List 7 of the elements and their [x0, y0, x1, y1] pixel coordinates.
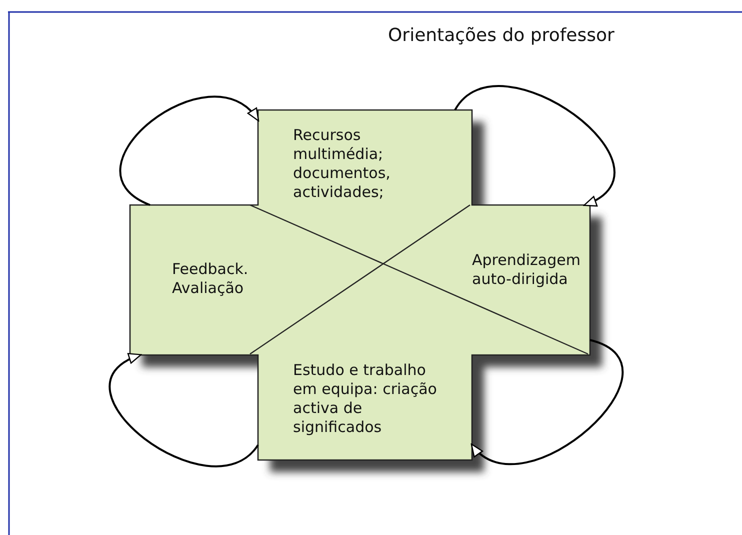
- region-label: Feedback. Avaliação: [172, 260, 250, 298]
- region-label: Estudo e trabalho em equipa: criação activa de significados: [293, 361, 438, 437]
- curved-arrow: [109, 354, 259, 467]
- title: Orientações do professor: [388, 24, 614, 48]
- region-label: Aprendizagem auto-dirigida: [472, 251, 582, 289]
- curved-arrow: [470, 339, 624, 465]
- region-label: Recursos multimédia; documentos, actividades;: [293, 126, 392, 202]
